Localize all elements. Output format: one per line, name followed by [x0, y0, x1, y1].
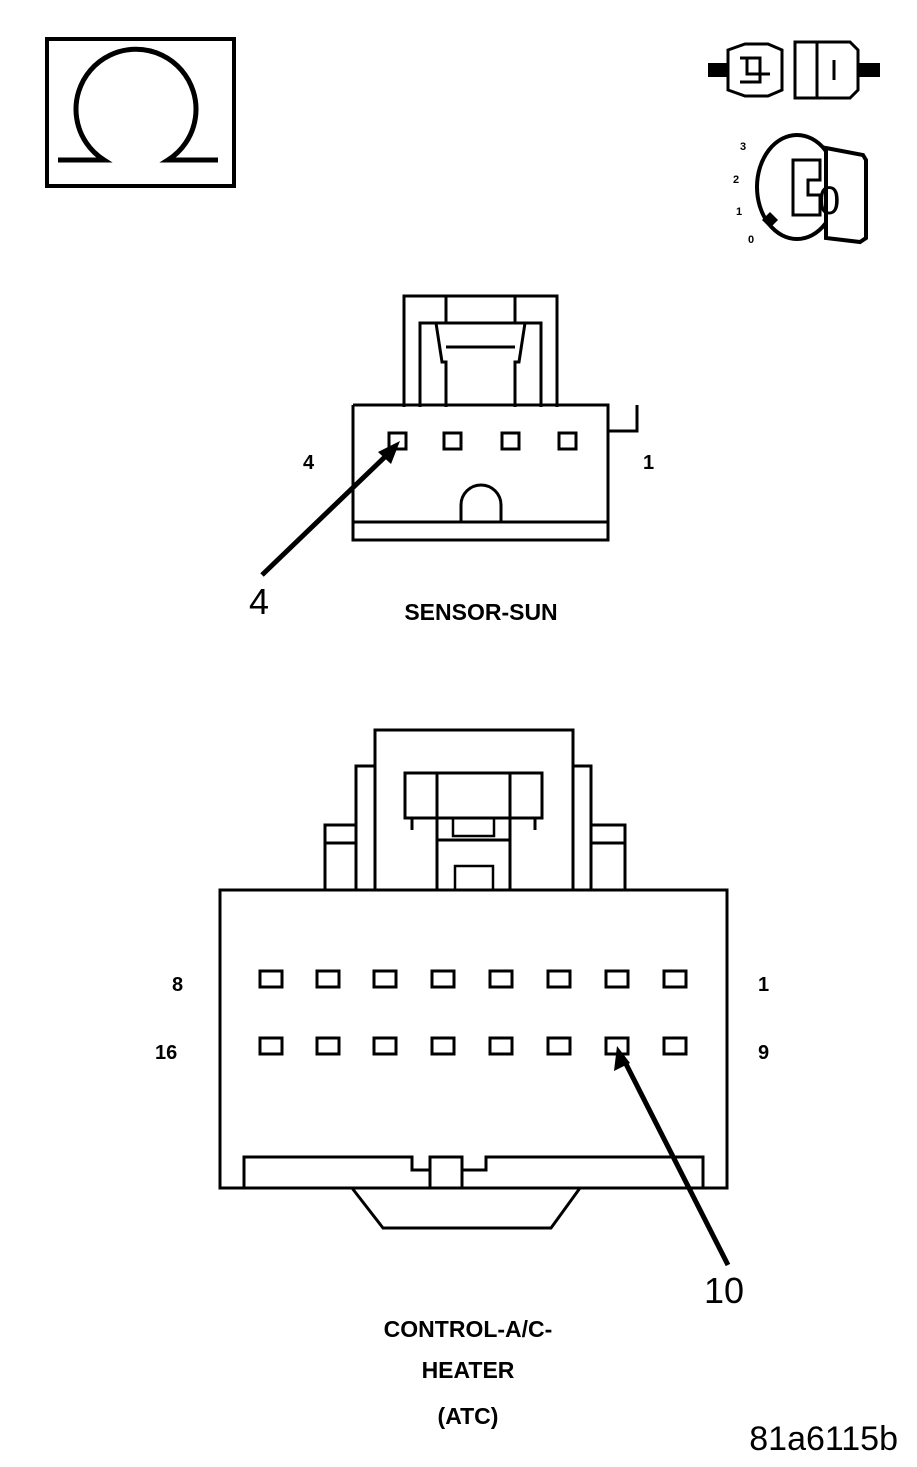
- control-atc-pin-row-1: [258, 969, 688, 989]
- control-atc-pin-3: [546, 969, 572, 989]
- control-atc-row1-left-label: 8: [172, 974, 183, 996]
- control-atc-pin-9: [662, 1036, 688, 1056]
- sensor-sun-right-pin-label: 1: [643, 452, 654, 474]
- control-atc-pin-5: [430, 969, 456, 989]
- control-atc-row2-left-label: 16: [155, 1042, 177, 1064]
- control-atc-row2-right-label: 9: [758, 1042, 769, 1064]
- control-atc-pin-15: [315, 1036, 341, 1056]
- control-atc-title-line-1: CONTROL-A/C-: [384, 1316, 553, 1342]
- control-atc-pin-1: [662, 969, 688, 989]
- sensor-sun-pin-2: [500, 431, 521, 451]
- control-atc-connector: 8 1 16 9 10 CONTROL-A/C- HEATER (ATC): [155, 728, 769, 1429]
- control-atc-pin-row-2: [258, 1036, 688, 1056]
- control-atc-callout: 10: [704, 1270, 744, 1311]
- control-atc-pin-6: [372, 969, 398, 989]
- control-atc-pin-11: [546, 1036, 572, 1056]
- figure-code: 81a6115b: [749, 1420, 898, 1458]
- control-atc-pin-2: [604, 969, 630, 989]
- connector-disconnect-icon: [708, 40, 880, 100]
- control-atc-pin-7: [315, 969, 341, 989]
- control-atc-pin-4: [488, 969, 514, 989]
- ignition-key-face-label: 0: [818, 179, 840, 223]
- ignition-position-3: 3: [740, 141, 746, 153]
- sensor-sun-left-pin-label: 4: [303, 452, 315, 474]
- ignition-position-2: 2: [733, 174, 739, 186]
- control-atc-pin-13: [430, 1036, 456, 1056]
- sensor-sun-callout: 4: [249, 581, 269, 622]
- ignition-position-1: 1: [736, 206, 742, 218]
- control-atc-pin-8: [258, 969, 284, 989]
- sensor-sun-connector: 4 1 4 SENSOR-SUN: [249, 294, 654, 625]
- control-atc-row1-right-label: 1: [758, 974, 769, 996]
- control-atc-pin-14: [372, 1036, 398, 1056]
- control-atc-title-line-2: HEATER: [422, 1357, 515, 1383]
- ignition-key-icon: 3 2 1 0 0: [733, 133, 868, 246]
- sensor-sun-pin-3: [442, 431, 463, 451]
- control-atc-pin-12: [488, 1036, 514, 1056]
- sensor-sun-title: SENSOR-SUN: [404, 599, 557, 625]
- ohm-icon: [45, 37, 236, 188]
- control-atc-pin-16: [258, 1036, 284, 1056]
- ignition-position-0: 0: [748, 234, 754, 246]
- sensor-sun-pin-1: [557, 431, 578, 451]
- control-atc-title-line-3: (ATC): [438, 1403, 499, 1429]
